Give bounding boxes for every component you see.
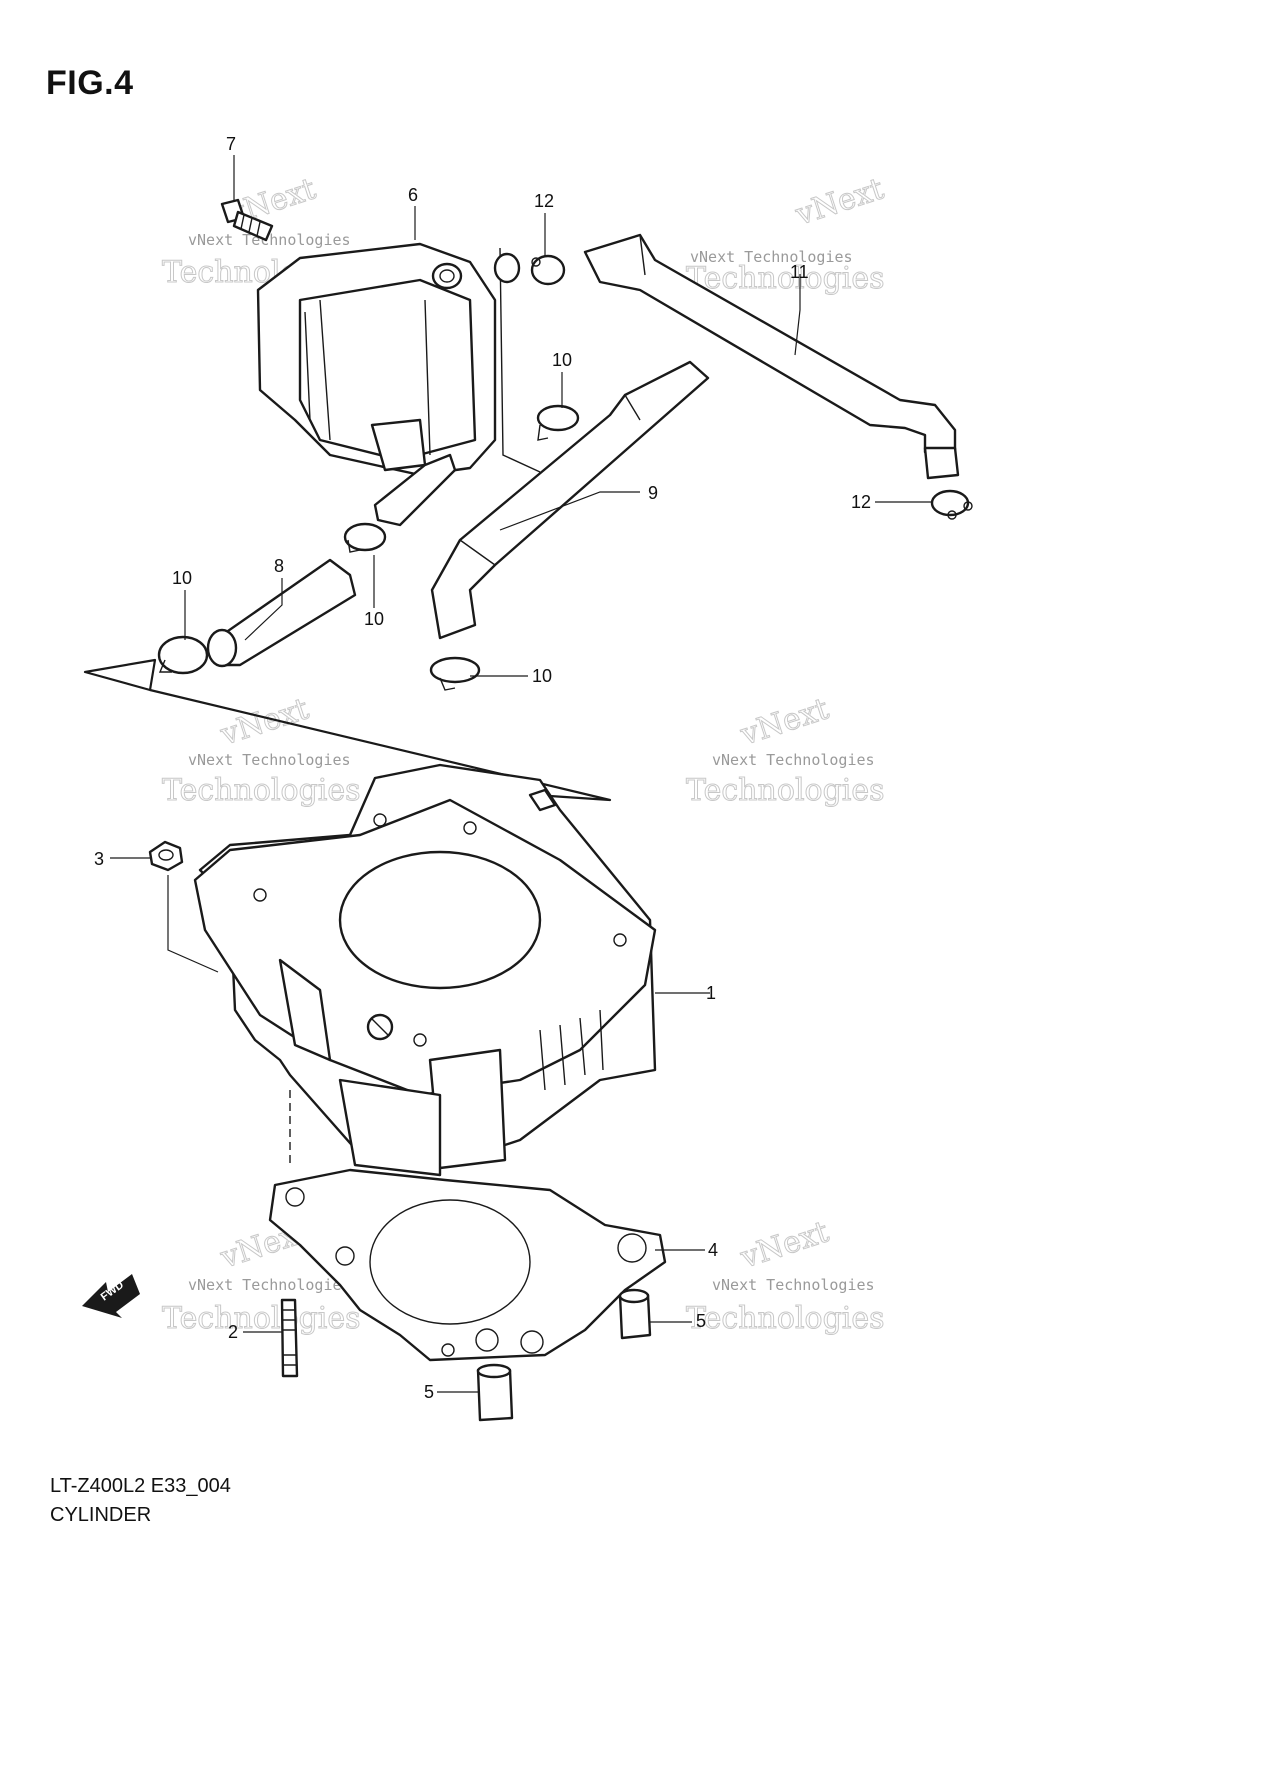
dowel-pin-bottom xyxy=(476,1363,514,1422)
o-ring-top xyxy=(493,252,566,286)
hose-short-upper xyxy=(373,453,457,527)
fwd-arrow-icon: FWD xyxy=(82,1274,140,1318)
svg-text:vNext Technologies: vNext Technologies xyxy=(712,751,875,769)
callout-7: 7 xyxy=(226,134,236,154)
svg-text:Technologies: Technologies xyxy=(162,1301,361,1336)
clamp-4 xyxy=(429,656,481,691)
pair-valve xyxy=(256,242,497,477)
part-group-name: CYLINDER xyxy=(50,1504,152,1526)
svg-text:vNext: vNext xyxy=(791,172,888,233)
clamp-1 xyxy=(536,404,580,441)
svg-text:vNext Technologies: vNext Technologies xyxy=(690,248,853,266)
svg-text:Technologies: Technologies xyxy=(162,773,361,808)
callout-labels: 7 6 12 11 10 9 12 8 10 10 10 3 1 4 5 2 5 xyxy=(94,134,871,1402)
callout-11: 11 xyxy=(790,262,809,282)
svg-text:vNext: vNext xyxy=(736,1215,833,1276)
callout-8: 8 xyxy=(274,556,284,576)
clamp-2 xyxy=(343,522,387,553)
svg-text:vNext Technologies: vNext Technologies xyxy=(188,751,351,769)
svg-text:Technologies: Technologies xyxy=(686,1301,885,1336)
assembly-reference-line xyxy=(83,658,612,802)
svg-text:vNext Technologies: vNext Technologies xyxy=(188,231,351,249)
svg-text:vNext Technologies: vNext Technologies xyxy=(188,1276,351,1294)
dowel-pin-right xyxy=(618,1288,652,1340)
callout-3: 3 xyxy=(94,849,104,869)
callout-12-right: 12 xyxy=(851,492,871,512)
hose-short-lower xyxy=(206,558,357,668)
o-ring-right xyxy=(930,489,973,520)
leader-lines xyxy=(110,155,932,1393)
watermark-bottom-right: vNext Technologies Technologies vNext xyxy=(686,1214,886,1336)
cylinder-base-gasket xyxy=(268,1168,667,1362)
svg-text:vNext: vNext xyxy=(216,692,313,753)
watermark-mid-left: vNext Technologies Technologies vNext xyxy=(162,691,362,808)
callout-6: 6 xyxy=(408,185,418,205)
clamp-3 xyxy=(157,635,209,675)
callout-12-top: 12 xyxy=(534,191,554,211)
callout-9: 9 xyxy=(648,483,658,503)
svg-text:Technologies: Technologies xyxy=(686,261,885,296)
callout-4: 4 xyxy=(708,1240,718,1260)
callout-10-middle: 10 xyxy=(364,609,384,629)
callout-10-top: 10 xyxy=(552,350,572,370)
callout-2: 2 xyxy=(228,1322,238,1342)
hose-long xyxy=(583,233,960,480)
bolt xyxy=(220,198,274,242)
cylinder xyxy=(193,763,657,1177)
nut xyxy=(148,840,184,872)
svg-text:Technologies: Technologies xyxy=(686,773,885,808)
figure-title: FIG.4 xyxy=(46,64,134,102)
model-code: LT-Z400L2 E33_004 xyxy=(50,1475,231,1497)
callout-10-left: 10 xyxy=(172,568,192,588)
valve-reference-line xyxy=(499,247,541,473)
callout-1: 1 xyxy=(706,983,716,1003)
callout-5-right: 5 xyxy=(696,1311,706,1331)
watermark-top-right: vNext Technologies Technologies vNext xyxy=(686,171,889,296)
svg-text:vNext: vNext xyxy=(736,692,833,753)
stud-bolt xyxy=(280,1090,299,1378)
callout-5-bottom: 5 xyxy=(424,1382,434,1402)
svg-text:vNext Technologies: vNext Technologies xyxy=(712,1276,875,1294)
watermark-mid-right: vNext Technologies Technologies vNext xyxy=(686,691,886,808)
hose-middle xyxy=(430,360,710,640)
callout-10-bottom: 10 xyxy=(532,666,552,686)
